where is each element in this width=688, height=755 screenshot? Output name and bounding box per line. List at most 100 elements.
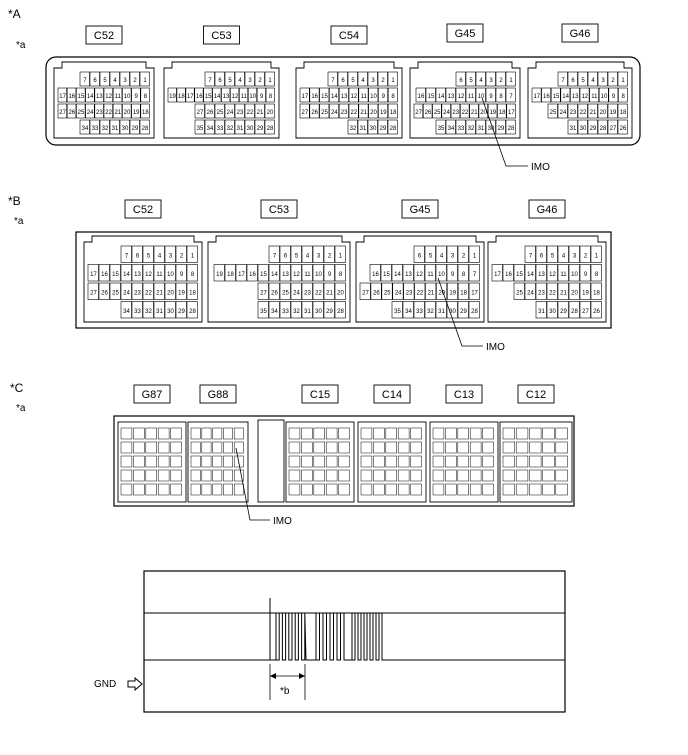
pin-number: 25 [516, 290, 523, 296]
pin-cell [203, 87, 213, 103]
pin-number: 2 [381, 78, 385, 84]
pin-cell [542, 469, 555, 482]
pin-cell [542, 455, 555, 468]
pin-cell [557, 245, 569, 263]
pin-cell [337, 71, 348, 87]
pin-number: 35 [197, 126, 204, 132]
pin-cell [288, 469, 301, 482]
pin-number: 12 [351, 94, 358, 100]
pin-number: 19 [582, 290, 589, 296]
pin-cell [234, 103, 245, 119]
pin-number: 4 [591, 78, 595, 84]
pin-cell [301, 264, 313, 282]
pin-number: 4 [306, 253, 310, 259]
pin-cell [145, 427, 157, 440]
pin-cell [175, 245, 187, 263]
pin-number: 18 [189, 290, 196, 296]
pin-number: 23 [134, 290, 141, 296]
pin-cell [436, 282, 448, 300]
pin-number: 13 [282, 272, 289, 278]
pin-cell [131, 282, 143, 300]
pin-number: 19 [380, 110, 387, 116]
pin-cell [502, 441, 515, 454]
pin-cell [313, 483, 325, 496]
pin-cell [535, 301, 547, 319]
pin-number: 26 [271, 290, 278, 296]
pin-cell [98, 264, 110, 282]
pin-number: 7 [561, 78, 565, 84]
pin-cell [359, 282, 371, 300]
pin-cell [325, 455, 338, 468]
pin-cell [233, 469, 244, 482]
section-a-imo-label: IMO [531, 162, 550, 173]
pin-cell [186, 245, 198, 263]
pin-number: 3 [123, 78, 127, 84]
pin-number: 11 [241, 94, 248, 100]
pin-cell [131, 301, 143, 319]
pin-cell [98, 282, 110, 300]
pin-cell [502, 469, 515, 482]
pin-number: 1 [339, 253, 343, 259]
section-a-housing [45, 56, 641, 146]
pin-cell [432, 455, 445, 468]
pin-cell [264, 103, 275, 119]
pin-cell [546, 282, 558, 300]
pin-number: 30 [488, 126, 495, 132]
pin-number: 5 [228, 78, 232, 84]
pin-cell [370, 282, 382, 300]
pin-cell [301, 441, 313, 454]
pin-cell [579, 301, 591, 319]
pin-cell [279, 264, 291, 282]
pin-number: 19 [178, 290, 185, 296]
section-a-imo-leader [481, 97, 528, 167]
pin-cell [338, 469, 350, 482]
pin-cell [257, 282, 269, 300]
pin-cell [153, 264, 165, 282]
connector-label: C13 [454, 389, 474, 401]
pin-cell [541, 87, 551, 103]
pin-cell [557, 103, 568, 119]
pin-number: 6 [93, 78, 97, 84]
connector-c14: C14 [357, 384, 427, 503]
pin-cell [309, 87, 320, 103]
connector-label: C12 [526, 389, 546, 401]
pin-cell [410, 469, 422, 482]
pin-cell [309, 103, 320, 119]
pin-cell [223, 441, 233, 454]
pin-number: 24 [443, 110, 450, 116]
pin-cell [131, 103, 141, 119]
pin-cell [360, 483, 373, 496]
pin-cell [256, 87, 266, 103]
pin-cell [201, 427, 212, 440]
pin-cell [288, 455, 301, 468]
pin-cell [76, 103, 86, 119]
pin-cell [214, 119, 225, 135]
pin-number: 20 [124, 110, 131, 116]
section-a-subtag: *a [16, 40, 26, 51]
pin-cell [546, 245, 558, 263]
pin-cell [145, 455, 157, 468]
pin-cell [515, 455, 529, 468]
pin-cell [587, 119, 598, 135]
section-c-tag: *C [10, 381, 24, 395]
pin-number: 28 [390, 126, 397, 132]
pin-number: 15 [428, 94, 435, 100]
pin-number: 28 [471, 309, 478, 315]
pin-number: 14 [562, 94, 569, 100]
connector-label-box [446, 23, 484, 43]
pin-number: 23 [304, 290, 311, 296]
connector-outline [409, 61, 521, 139]
pin-number: 21 [590, 110, 597, 116]
pin-cell [542, 427, 555, 440]
pin-number: 15 [516, 272, 523, 278]
pin-number: 9 [135, 94, 139, 100]
pin-number: 18 [390, 110, 397, 116]
pin-cell [570, 87, 580, 103]
pin-cell [457, 301, 469, 319]
pin-cell [290, 282, 302, 300]
pin-number: 19 [610, 110, 617, 116]
pin-number: 27 [415, 110, 422, 116]
